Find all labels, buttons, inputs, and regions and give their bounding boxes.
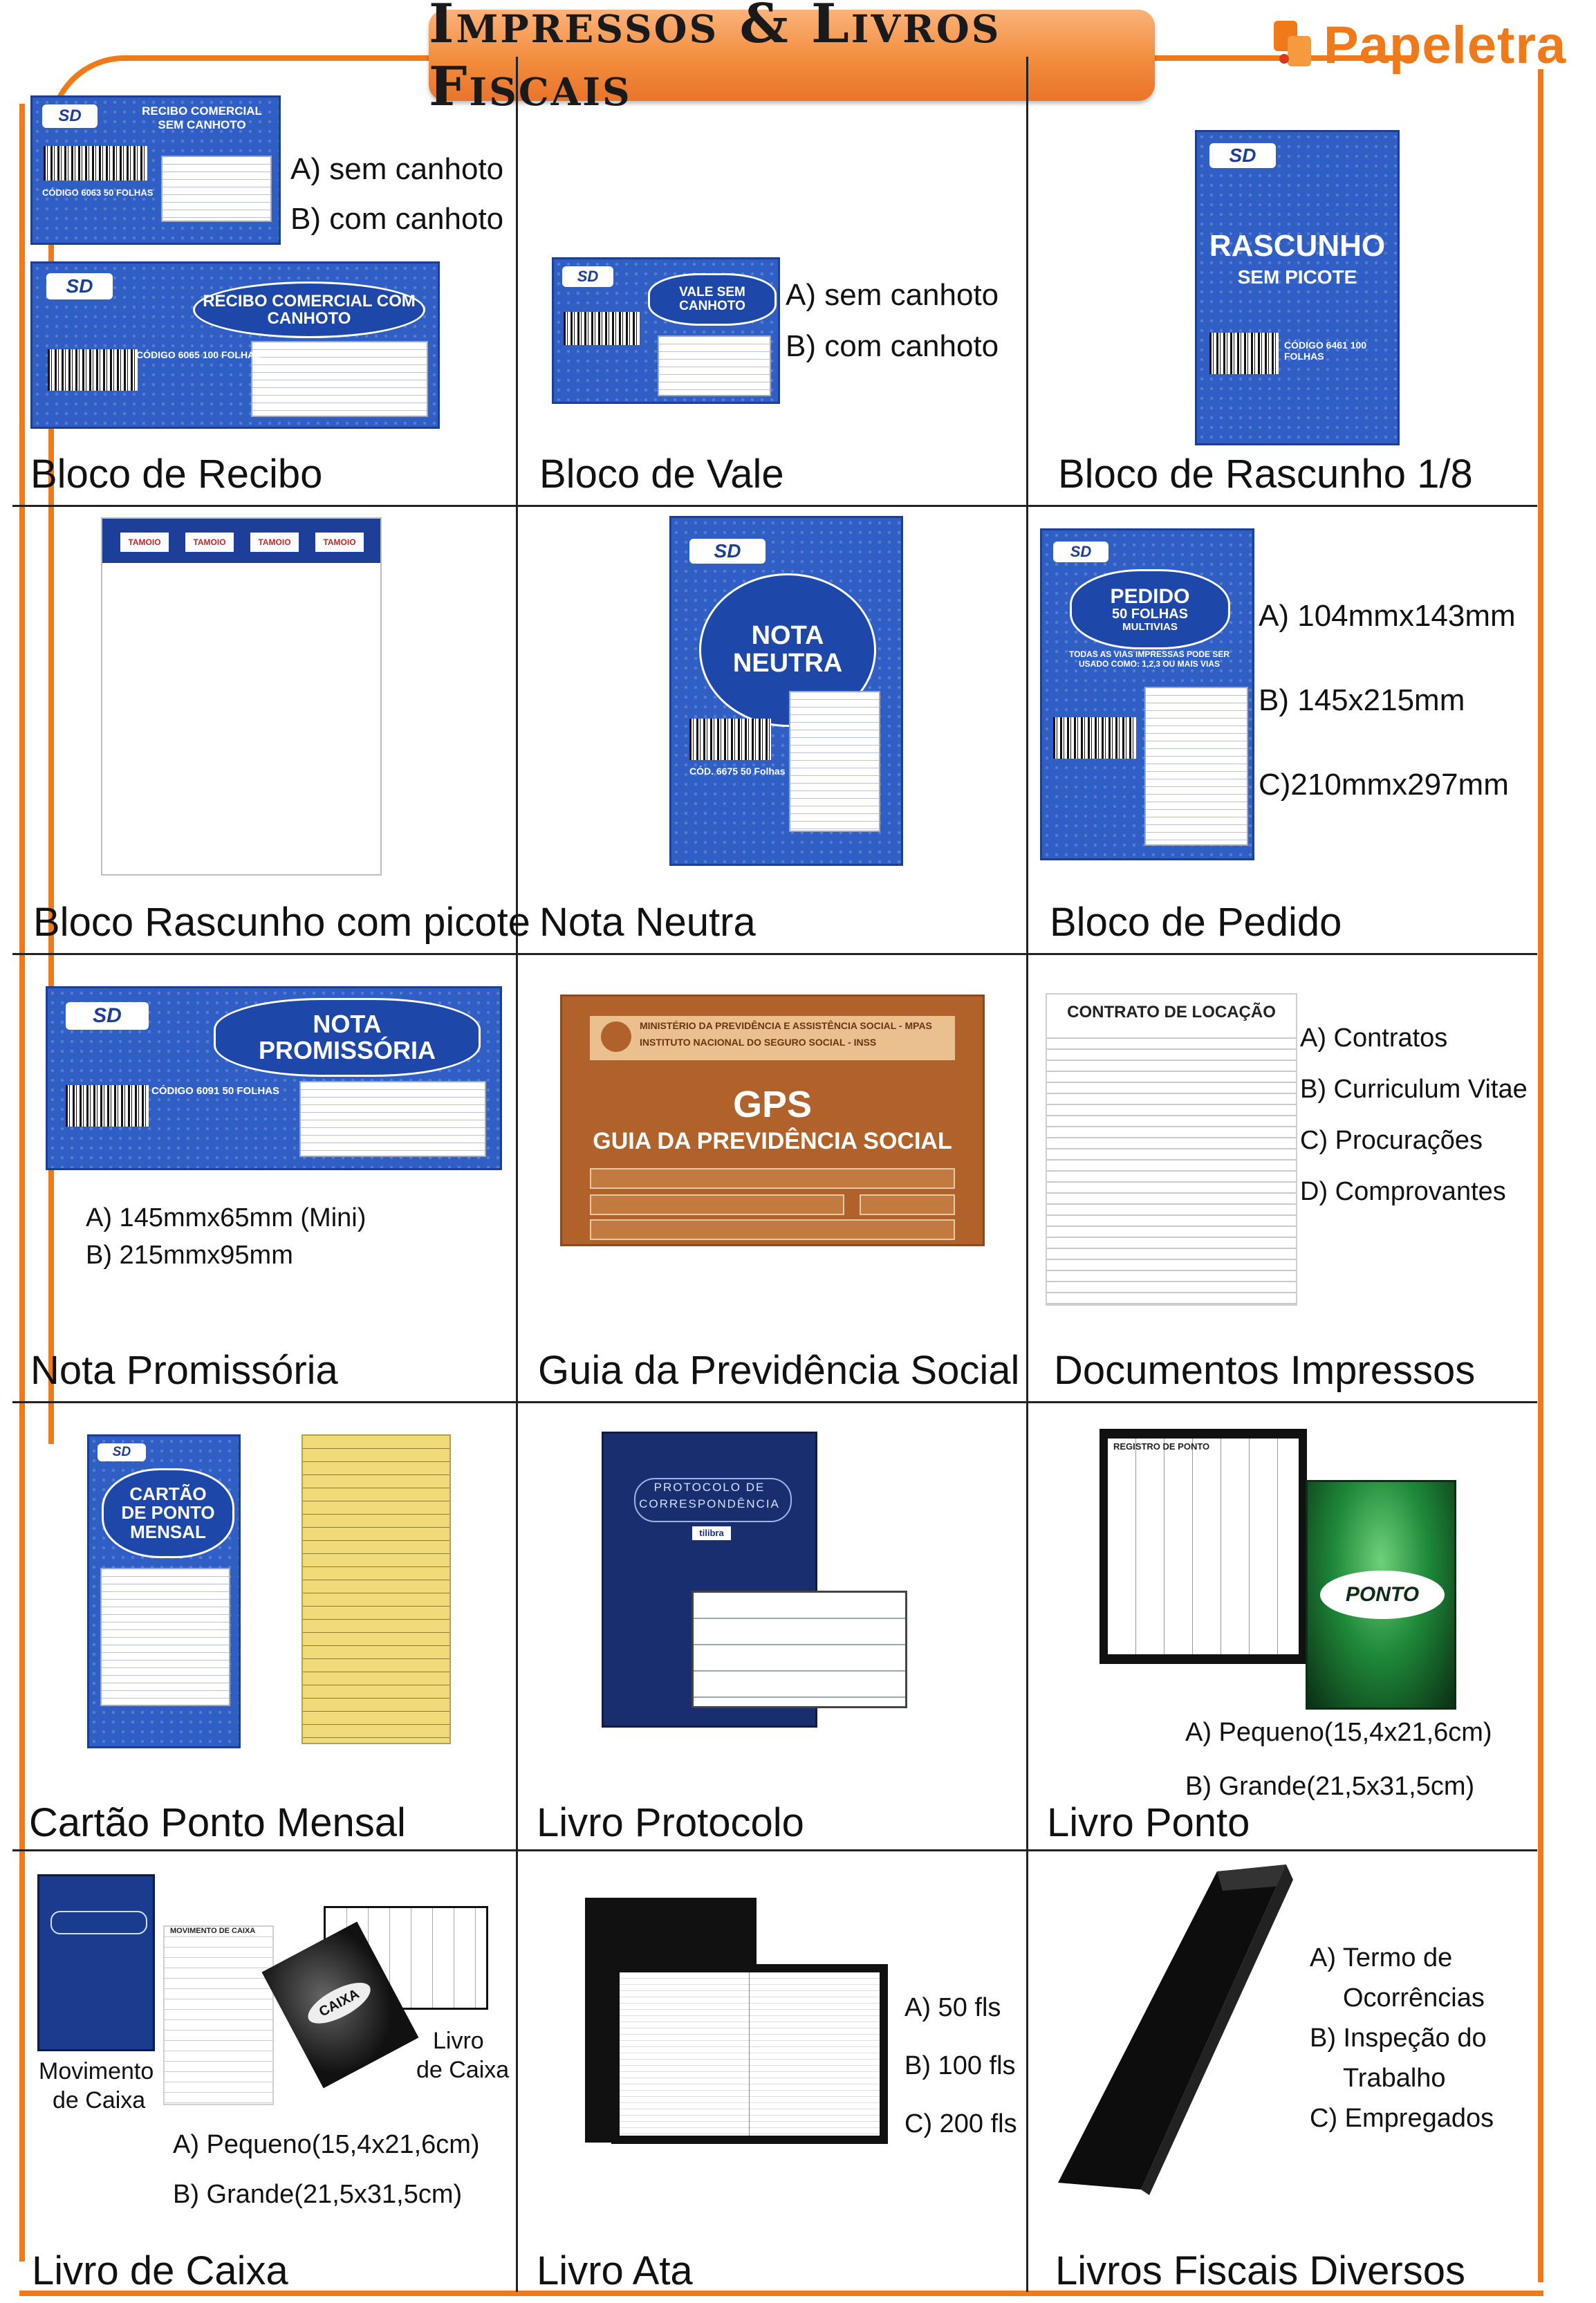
orange-frame-left — [19, 104, 25, 2262]
movimento-caixa-sheet: MOVIMENTO DE CAIXA — [163, 1925, 274, 2105]
orange-frame-bottom — [19, 2291, 1543, 2296]
promissoria-pad: SD NOTA PROMISSÓRIA CÓDIGO 6091 50 FOLHA… — [46, 986, 502, 1170]
protocolo-open-page — [692, 1591, 907, 1708]
pedido-option-a: A) 104mmx143mm — [1259, 599, 1516, 633]
cell-title-pedido: Bloco de Pedido — [1050, 900, 1342, 945]
ata-open-frame — [611, 1964, 888, 2144]
cell-title-fiscais: Livros Fiscais Diversos — [1055, 2248, 1465, 2293]
grid-divider — [12, 1401, 1537, 1403]
cell-title-promissoria: Nota Promissória — [30, 1348, 338, 1393]
ponto-cover: PONTO — [1306, 1480, 1456, 1710]
fiscais-option-c: C) Empregados — [1310, 2104, 1494, 2133]
vale-option-b: B) com canhoto — [786, 329, 999, 363]
grid-divider — [516, 57, 518, 2292]
ata-option-b: B) 100 fls — [904, 2051, 1016, 2080]
pedido-option-c: C)210mmx297mm — [1259, 768, 1509, 802]
cell-title-caixa: Livro de Caixa — [32, 2248, 288, 2293]
recibo-pad-b: SD RECIBO COMERCIAL COM CANHOTO CÓDIGO 6… — [30, 261, 440, 429]
promissoria-option-b: B) 215mmx95mm — [86, 1241, 293, 1270]
white-notepad: TAMOIO TAMOIO TAMOIO TAMOIO — [101, 517, 382, 876]
cell-title-protocolo: Livro Protocolo — [537, 1800, 804, 1845]
vale-option-a: A) sem canhoto — [786, 278, 999, 312]
cell-title-ata: Livro Ata — [537, 2248, 693, 2293]
caixa-option-b: B) Grande(21,5x31,5cm) — [173, 2180, 463, 2209]
pedido-option-b: B) 145x215mm — [1259, 683, 1465, 717]
caixa-option-a: A) Pequeno(15,4x21,6cm) — [173, 2130, 480, 2159]
vale-pad: SD VALE SEM CANHOTO — [552, 257, 780, 404]
recibo-pad-a: SD RECIBO COMERCIAL SEM CANHOTO CÓDIGO 6… — [30, 95, 281, 245]
promissoria-option-a: A) 145mmx65mm (Mini) — [86, 1203, 366, 1232]
page-title: Impressos & Livros Fiscais — [429, 0, 1001, 118]
orange-frame-right — [1538, 69, 1543, 2282]
grid-divider — [1026, 57, 1028, 2292]
gps-form: MINISTÉRIO DA PREVIDÊNCIA E ASSISTÊNCIA … — [560, 995, 985, 1246]
movimento-caixa-cover — [37, 1874, 155, 2051]
recibo-option-a: A) sem canhoto — [290, 152, 504, 186]
ponto-sheet-frame: REGISTRO DE PONTO — [1099, 1429, 1307, 1664]
grid-divider — [12, 505, 1537, 507]
cell-title-documentos: Documentos Impressos — [1054, 1348, 1476, 1393]
cell-title-nota-neutra: Nota Neutra — [539, 900, 756, 945]
caixa-caption-left-2: de Caixa — [53, 2087, 146, 2114]
brand-logo: Papeletra — [1274, 14, 1578, 76]
page-title-banner: Impressos & Livros Fiscais — [429, 0, 1155, 118]
documentos-option-d: D) Comprovantes — [1300, 1177, 1506, 1206]
fiscais-option-a-cont: Ocorrências — [1343, 1983, 1485, 2013]
brand-name: Papeletra — [1324, 15, 1567, 75]
caixa-caption-left-1: Movimento — [39, 2058, 154, 2084]
fiscais-option-a: A) Termo de — [1310, 1943, 1453, 1972]
papers-icon — [1274, 21, 1317, 69]
documentos-option-b: B) Curriculum Vitae — [1300, 1075, 1528, 1104]
yellow-timecard — [301, 1434, 451, 1744]
fiscais-option-b-cont: Trabalho — [1343, 2064, 1446, 2093]
documentos-option-a: A) Contratos — [1300, 1024, 1448, 1053]
caixa-caption-right-2: de Caixa — [416, 2057, 510, 2083]
pedido-pad: SD PEDIDO 50 FOLHAS MULTIVIAS TODAS AS V… — [1040, 528, 1254, 860]
ata-option-c: C) 200 fls — [904, 2109, 1017, 2138]
caixa-open-sheet — [324, 1906, 488, 2010]
caixa-caption-right-1: Livro — [433, 2028, 484, 2054]
rascunho-pad: SD RASCUNHO SEM PICOTE CÓDIGO 6461 100 F… — [1195, 130, 1400, 445]
cell-title-vale: Bloco de Vale — [539, 452, 784, 497]
contract-document: CONTRATO DE LOCAÇÃO — [1046, 993, 1297, 1306]
documentos-option-c: C) Procurações — [1300, 1126, 1483, 1155]
cell-title-rascunho-picote: Bloco Rascunho com picote — [33, 900, 530, 945]
cell-title-rascunho-18: Bloco de Rascunho 1/8 — [1058, 452, 1473, 497]
cell-title-recibo: Bloco de Recibo — [30, 452, 323, 497]
cell-title-livro-ponto: Livro Ponto — [1047, 1800, 1250, 1845]
grid-divider — [12, 953, 1537, 955]
livro-ponto-option-b: B) Grande(21,5x31,5cm) — [1185, 1772, 1475, 1801]
recibo-option-b: B) com canhoto — [290, 202, 504, 236]
cell-title-gps: Guia da Previdência Social — [538, 1348, 1020, 1393]
ata-option-a: A) 50 fls — [904, 1993, 1001, 2022]
cartao-ponto-pad: SD CARTÃO DE PONTO MENSAL — [87, 1434, 241, 1748]
cell-title-cartao-ponto: Cartão Ponto Mensal — [29, 1800, 406, 1845]
nota-neutra-pad: SD NOTA NEUTRA CÓD. 6675 50 Folhas — [669, 516, 903, 866]
livro-ponto-option-a: A) Pequeno(15,4x21,6cm) — [1185, 1718, 1492, 1747]
fiscais-option-b: B) Inspeção do — [1310, 2024, 1487, 2053]
grid-divider — [12, 1849, 1537, 1851]
fiscal-book-illustration — [1058, 1865, 1293, 2195]
